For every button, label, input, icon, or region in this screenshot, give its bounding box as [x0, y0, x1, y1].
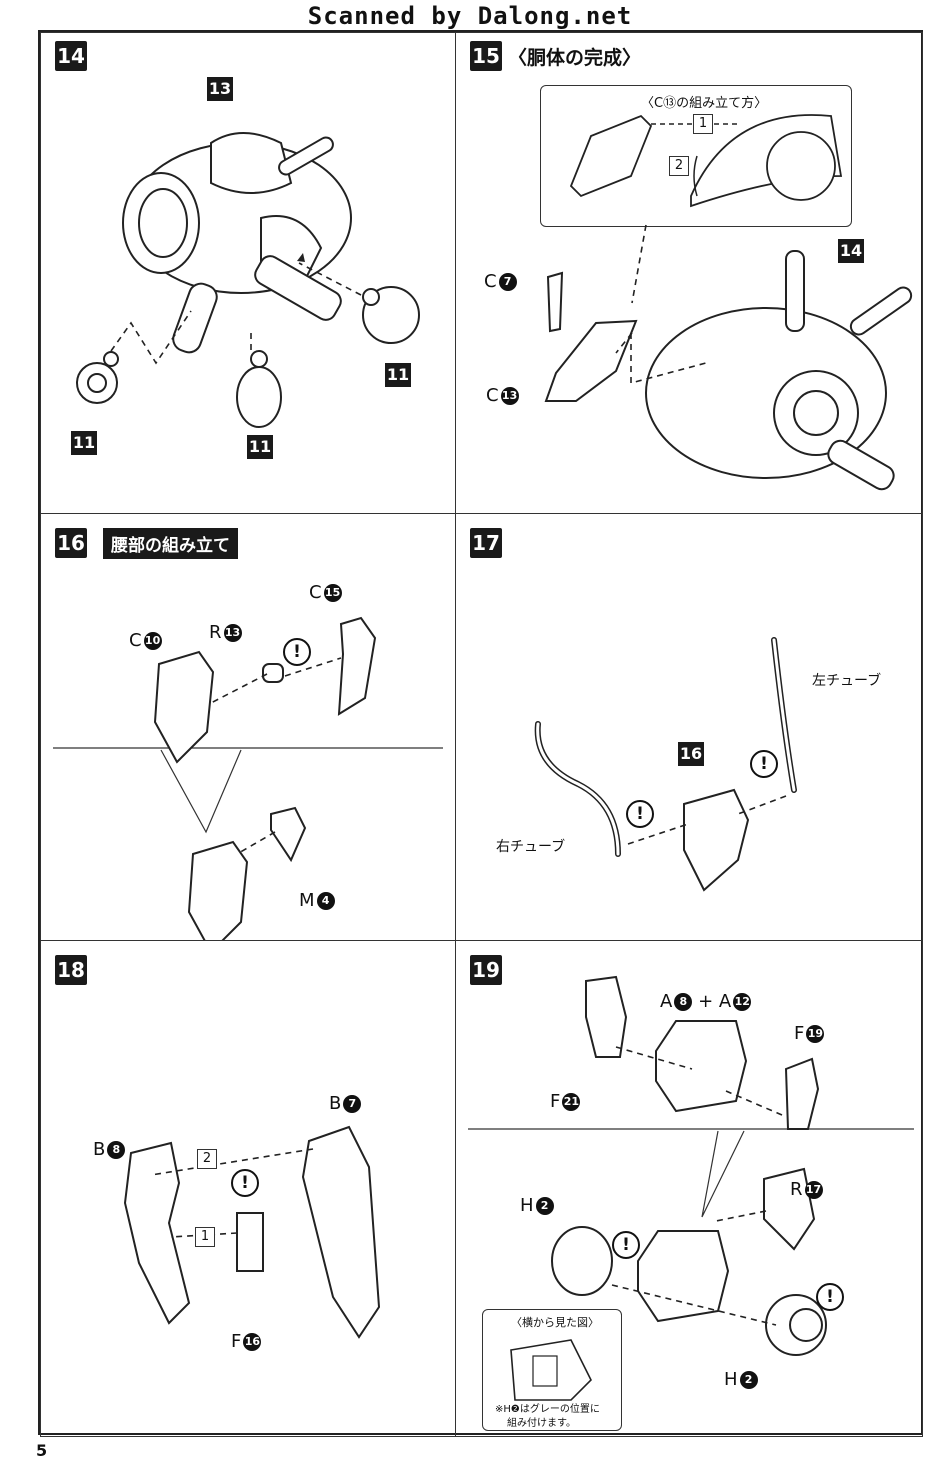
step-17-illustration [534, 637, 797, 892]
step-15-illustration [544, 224, 913, 491]
step-number: 17 [470, 528, 502, 558]
step-14-panel: 14 [40, 32, 456, 514]
part-number: 12 [733, 993, 752, 1011]
part-number: 8 [674, 993, 693, 1011]
step-number: 19 [470, 955, 502, 985]
part-letter: R [790, 1179, 803, 1200]
step-number: 18 [55, 955, 87, 985]
part-letter: M [299, 890, 315, 911]
left-tube-label: 左チューブ [812, 673, 882, 689]
step-17-panel: 17 16 左チューブ 右チューブ ! ! [455, 513, 923, 941]
sequence-2: 2 [669, 156, 689, 176]
part-number: 7 [498, 273, 517, 291]
part-number: 2 [535, 1197, 554, 1215]
part-number: 15 [323, 584, 342, 602]
part-number: 21 [562, 1093, 581, 1111]
part-letter: B [329, 1093, 342, 1114]
step-19-illustration [468, 975, 914, 1356]
part-letter: A [718, 991, 732, 1012]
step-number: 16 [55, 528, 87, 558]
part-number: 10 [143, 632, 162, 650]
callout-16: 16 [678, 742, 704, 766]
part-letter: F [231, 1331, 242, 1352]
part-letter: C [309, 582, 322, 603]
part-number: 19 [806, 1025, 825, 1043]
caution-icon-right: ! [816, 1283, 844, 1311]
instruction-grid: 14 [38, 30, 923, 1437]
callout-11-center: 11 [247, 435, 273, 459]
part-letter: H [520, 1195, 534, 1216]
part-letter: C [129, 630, 142, 651]
part-number: 4 [316, 892, 335, 910]
inset-title: 〈C⑬の組み立て方〉 [641, 96, 768, 111]
assembly-inset: 〈C⑬の組み立て方〉 1 2 [540, 85, 852, 227]
step-16-illustration [53, 616, 443, 940]
part-letter: C [484, 271, 497, 292]
sequence-1: 1 [693, 114, 713, 134]
part-number: 2 [739, 1371, 758, 1389]
assembly-note-line2: 組み付けます。 [507, 1418, 576, 1429]
part-number: 7 [343, 1095, 362, 1113]
caution-icon-left: ! [612, 1231, 640, 1259]
assembly-note-line1: ※H❷はグレーの位置に [495, 1404, 600, 1415]
step-title: 〈胴体の完成〉 [508, 47, 642, 69]
plus-sign: + [698, 991, 714, 1012]
part-letter: R [209, 622, 222, 643]
watermark: Scanned by Dalong.net [307, 2, 633, 30]
part-letter: C [486, 385, 499, 406]
callout-11-left: 11 [71, 431, 97, 455]
part-number: 17 [804, 1181, 823, 1199]
callout-14: 14 [838, 239, 864, 263]
part-number: 13 [223, 624, 242, 642]
step-18-illustration [123, 1125, 381, 1339]
part-letter: B [93, 1139, 106, 1160]
part-letter: F [550, 1091, 561, 1112]
sequence-2: 2 [197, 1149, 217, 1169]
caution-icon: ! [283, 638, 311, 666]
side-view-illustration [510, 1339, 592, 1401]
side-view-title: 〈横から見た図〉 [511, 1316, 599, 1329]
sequence-1: 1 [195, 1227, 215, 1247]
step-number: 15 [470, 41, 502, 71]
callout-13: 13 [207, 77, 233, 101]
callout-11-right: 11 [385, 363, 411, 387]
step-number: 14 [55, 41, 87, 71]
part-number: 16 [243, 1333, 262, 1351]
part-number: 8 [107, 1141, 126, 1159]
step-banner: 腰部の組み立て [103, 528, 238, 559]
side-view-inset: 〈横から見た図〉 ※H❷はグレーの位置に 組み付けます。 [482, 1309, 622, 1431]
part-letter: A [660, 991, 673, 1012]
caution-icon-right: ! [750, 750, 778, 778]
caution-icon-left: ! [626, 800, 654, 828]
step-14-illustration [76, 132, 420, 428]
part-number: 13 [500, 387, 519, 405]
right-tube-label: 右チューブ [496, 839, 566, 855]
inset-illustration [569, 114, 843, 208]
caution-icon: ! [231, 1169, 259, 1197]
step-15-panel: 15 〈胴体の完成〉 〈C⑬の組み立て方〉 1 2 [455, 32, 923, 514]
part-letter: H [724, 1369, 738, 1390]
part-letter: F [794, 1023, 805, 1044]
page-number: 5 [36, 1441, 48, 1460]
